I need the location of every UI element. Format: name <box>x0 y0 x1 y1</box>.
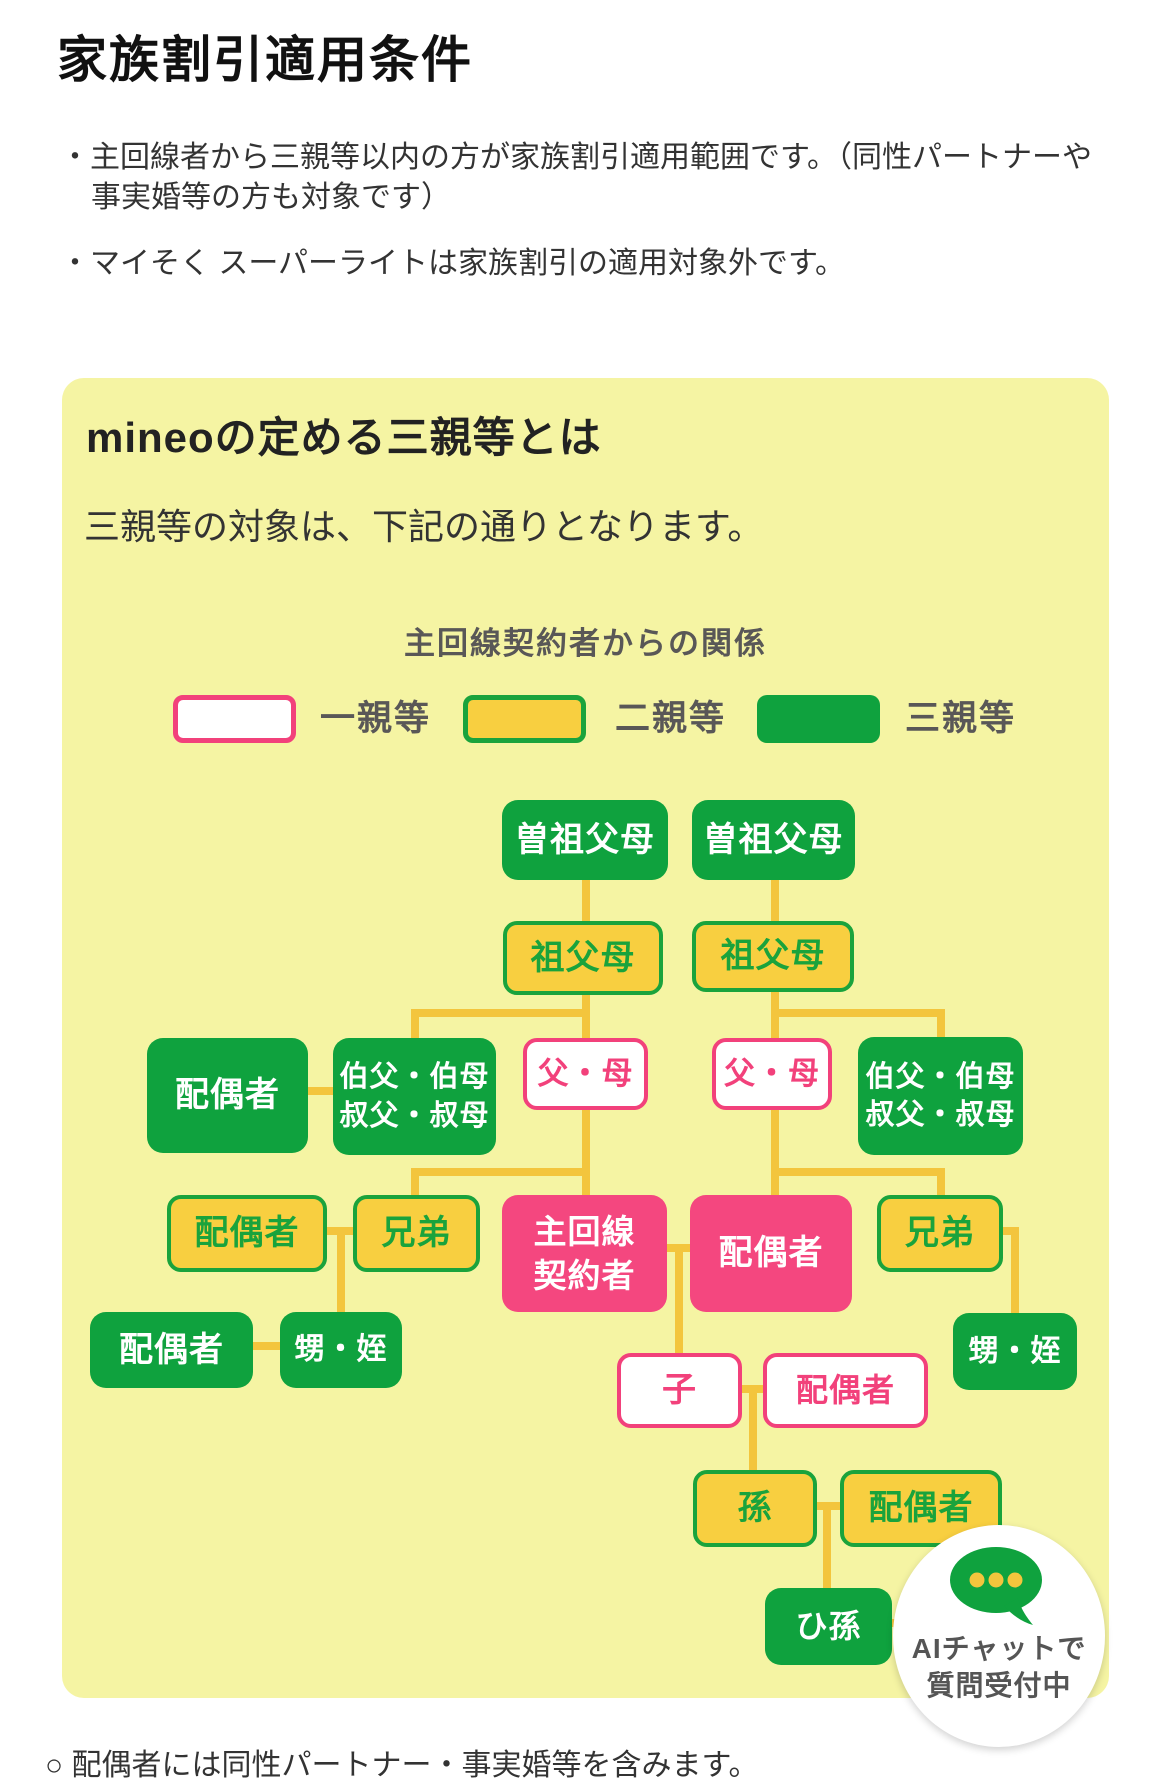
card-subtitle: 三親等の対象は、下記の通りとなります。 <box>84 506 764 547</box>
legend-swatch-third-degree <box>757 695 880 743</box>
page-title: 家族割引適用条件 <box>57 32 473 88</box>
ai-chat-button[interactable]: AIチャットで 質問受付中 <box>893 1525 1105 1747</box>
chat-label-line1: AIチャットで <box>911 1633 1087 1664</box>
bullet-family-discount-scope: ・主回線者から三親等以内の方が家族割引適用範囲です。（同性パートナーや 事実婚等… <box>60 138 1092 218</box>
legend-swatch-first-degree <box>173 695 296 743</box>
kinship-card: mineoの定める三親等とは 三親等の対象は、下記の通りとなります。 主回線契約… <box>62 378 1109 1698</box>
legend-label-third-degree: 三親等 <box>905 699 1017 738</box>
footnote-spouse-note: ○ 配偶者には同性パートナー・事実婚等を含みます。 <box>45 1749 759 1782</box>
card-title: mineoの定める三親等とは <box>86 414 602 461</box>
bullet-text-line: ・主回線者から三親等以内の方が家族割引適用範囲です。（同性パートナーや <box>60 141 1092 174</box>
diagram-title: 主回線契約者からの関係 <box>404 626 767 661</box>
legend-swatch-second-degree <box>463 695 586 743</box>
legend-label-second-degree: 二親等 <box>615 699 727 738</box>
chat-bubble-icon <box>950 1547 1042 1625</box>
bullet-maisoku-exclusion: ・マイそく スーパーライトは家族割引の適用対象外です。 <box>60 244 845 284</box>
bullet-text-line: ・マイそく スーパーライトは家族割引の適用対象外です。 <box>60 247 846 280</box>
chat-label-line2: 質問受付中 <box>926 1670 1072 1701</box>
bullet-text-line: 事実婚等の方も対象です） <box>91 181 451 214</box>
legend-label-first-degree: 一親等 <box>320 699 432 738</box>
